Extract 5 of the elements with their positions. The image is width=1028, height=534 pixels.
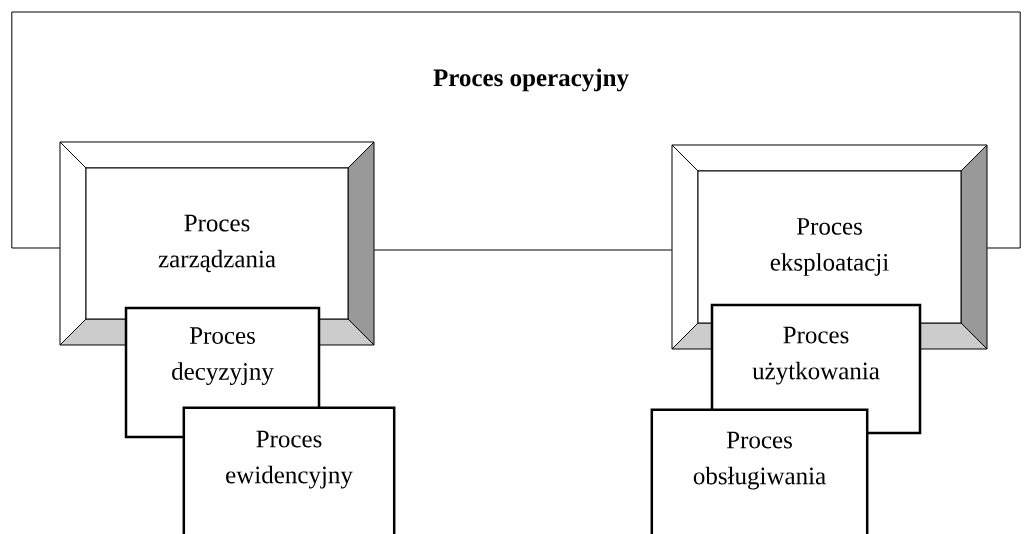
process-box: Proces obsługiwania [650, 408, 869, 534]
connector-line [373, 249, 673, 251]
connector-line [11, 11, 1021, 249]
process-box: Proces ewidencyjny [182, 406, 396, 534]
title: Proces operacyjny [433, 68, 629, 92]
